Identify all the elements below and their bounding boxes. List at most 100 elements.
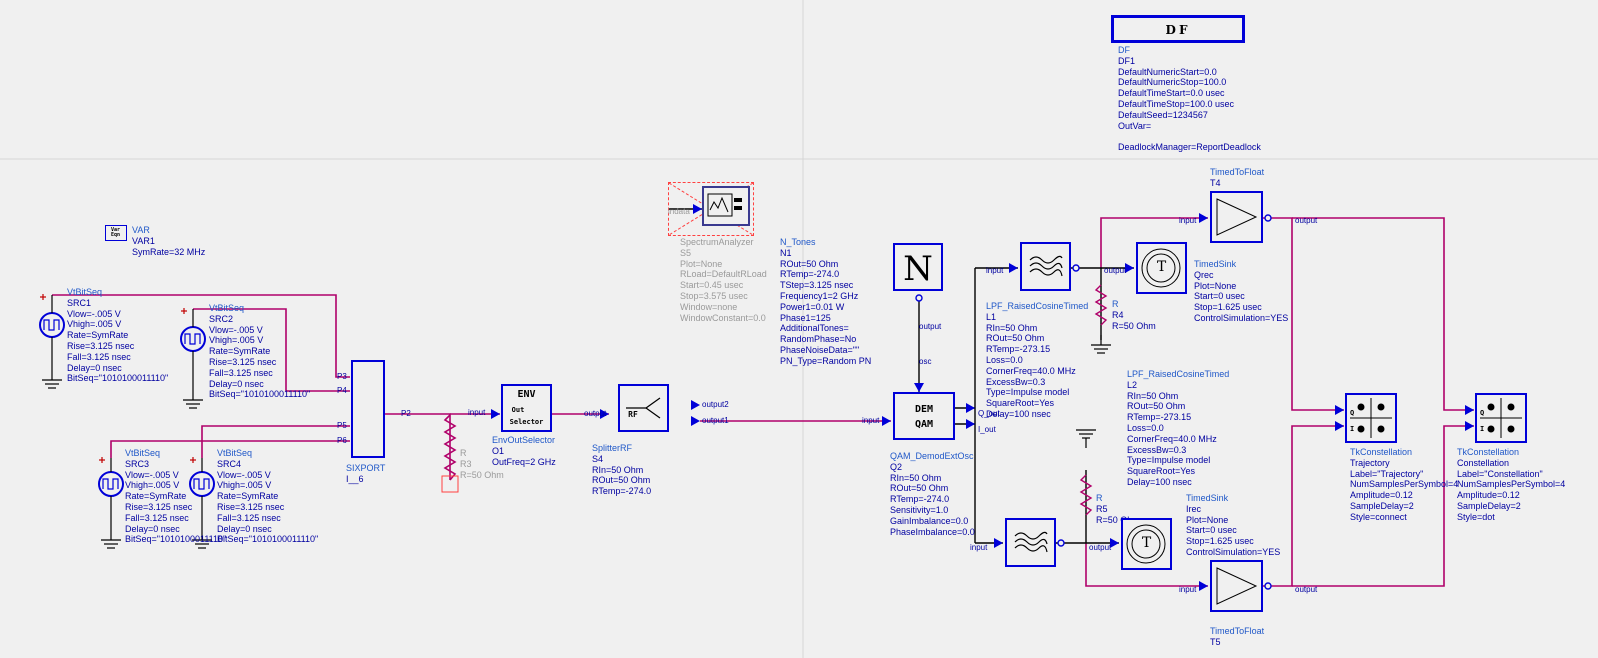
param-line: BitSeq="1010100011110" xyxy=(209,389,311,400)
ntones-block[interactable]: N xyxy=(893,243,943,291)
param-line: VAR xyxy=(132,225,150,235)
timedtofloat-t4-block[interactable] xyxy=(1210,191,1263,243)
pin-marker xyxy=(1264,214,1272,222)
pin-p2: P2 xyxy=(401,409,411,418)
param-line: OutFreq=2 GHz xyxy=(492,456,556,467)
timedsink-irec-block[interactable]: T xyxy=(1121,518,1172,570)
pin-marker xyxy=(915,294,923,302)
param-line: Fall=3.125 nsec xyxy=(125,512,189,523)
voltage-sources xyxy=(39,312,215,497)
arrow-qam-in xyxy=(882,416,891,426)
r3-disabled-ground xyxy=(441,475,459,493)
l2-output-pin: output xyxy=(1089,543,1112,552)
param-line: Start=0.45 usec xyxy=(680,280,744,291)
qam-demod-block[interactable]: DEM QAM xyxy=(893,392,955,440)
tkconstellation-constellation-block[interactable]: Q I xyxy=(1475,393,1527,443)
ntones-output-pin: output xyxy=(919,322,942,331)
sink-icon xyxy=(1126,524,1166,564)
resistors xyxy=(443,284,1108,516)
param-line: QAM_DemodExtOsc xyxy=(890,451,974,461)
param-line: TkConstellation xyxy=(1457,447,1520,457)
timedsink-qrec-block[interactable]: T xyxy=(1136,242,1187,294)
arrow-qrec-in xyxy=(1125,263,1134,273)
param-line: Fall=3.125 nsec xyxy=(209,367,273,378)
l1-output-pin: output xyxy=(1104,266,1127,275)
wire-src4-sixport xyxy=(201,425,350,458)
resistor-r3-zigzag[interactable] xyxy=(443,414,457,481)
param-line: Plot=None xyxy=(680,258,723,269)
param-line: RTemp=-273.15 xyxy=(1127,412,1192,423)
spectrum-analyzer-block[interactable] xyxy=(702,186,750,226)
resistor-r4-zigzag[interactable] xyxy=(1094,284,1108,326)
param-line: Rate=SymRate xyxy=(125,491,187,502)
pin-marker xyxy=(1057,539,1065,547)
constellation-icon xyxy=(1350,398,1392,438)
qrec-icon-text: T xyxy=(1156,259,1167,275)
param-line: AdditionalTones= xyxy=(780,323,849,334)
lpf-l1-block[interactable] xyxy=(1020,242,1071,291)
timedtofloat-t5-block[interactable] xyxy=(1210,560,1263,612)
ground-symbol xyxy=(101,510,121,549)
arrow-spectrum-in xyxy=(693,204,702,214)
param-line: T4 xyxy=(1210,177,1221,188)
splitter-rf-block[interactable]: RF xyxy=(618,384,669,432)
sink-icon xyxy=(1141,248,1181,288)
param-line: RLoad=DefaultRLoad xyxy=(680,269,767,280)
envsel-output-pin: output xyxy=(584,409,607,418)
lpf-icon xyxy=(1014,531,1048,553)
source-polarity xyxy=(40,294,196,463)
param-line: R=50 Ohm xyxy=(1096,514,1140,525)
envoutselector-block[interactable]: ENV Out Selector xyxy=(501,384,552,432)
param-line: Type=Impulse model xyxy=(1127,455,1211,466)
param-line: Fall=3.125 nsec xyxy=(67,351,131,362)
param-line: Vlow=-.005 V xyxy=(67,308,121,319)
param-line: Loss=0.0 xyxy=(986,354,1023,365)
param-line: VtBitSeq xyxy=(217,448,253,458)
param-line: TStep=3.125 nsec xyxy=(780,280,854,291)
param-line: Rate=SymRate xyxy=(217,491,279,502)
lpf-l2-block[interactable] xyxy=(1005,518,1056,567)
param-line: RTemp=-274.0 xyxy=(780,269,840,280)
arrow-t5-in xyxy=(1199,581,1208,591)
const-q-label: Q xyxy=(1480,409,1485,417)
qam-i-out-pin: I_out xyxy=(978,425,996,434)
df-controller-box[interactable]: DF xyxy=(1111,15,1245,43)
ground-symbol xyxy=(42,350,62,389)
sixport-block[interactable] xyxy=(351,360,385,458)
param-line: RIn=50 Ohm xyxy=(890,472,942,483)
qam-osc-pin: osc xyxy=(919,357,932,366)
arrow-splitter-in xyxy=(600,409,609,419)
param-line: RTemp=-274.0 xyxy=(592,486,652,497)
param-line: LPF_RaisedCosineTimed xyxy=(986,301,1089,311)
param-line: RIn=50 Ohm xyxy=(986,322,1038,333)
param-line: Style=dot xyxy=(1457,511,1495,522)
var-icon[interactable]: Var Eqn xyxy=(105,225,127,241)
lpf-icon xyxy=(1029,255,1063,277)
param-line: VtBitSeq xyxy=(125,448,161,458)
param-line: EnvOutSelector xyxy=(492,435,556,445)
arrow-irec-in xyxy=(1110,538,1119,548)
param-line: Vhigh=.005 V xyxy=(125,480,180,491)
wire-t5-const xyxy=(1292,425,1474,587)
param-line: CornerFreq=40.0 MHz xyxy=(1127,433,1217,444)
param-line: L1 xyxy=(986,311,997,322)
param-line: N_Tones xyxy=(780,237,816,247)
pulse-glyph xyxy=(102,478,119,490)
param-line: DF1 xyxy=(1118,55,1136,66)
ground-symbol xyxy=(1076,429,1096,448)
arrowheads xyxy=(375,204,1474,591)
param-line: SRC4 xyxy=(217,458,242,469)
wire-src1-sixport xyxy=(52,294,350,378)
resistor-r5-zigzag[interactable] xyxy=(1079,474,1093,516)
t4-input-pin: input xyxy=(1179,216,1197,225)
tkconstellation-trajectory-block[interactable]: Q I xyxy=(1345,393,1397,443)
